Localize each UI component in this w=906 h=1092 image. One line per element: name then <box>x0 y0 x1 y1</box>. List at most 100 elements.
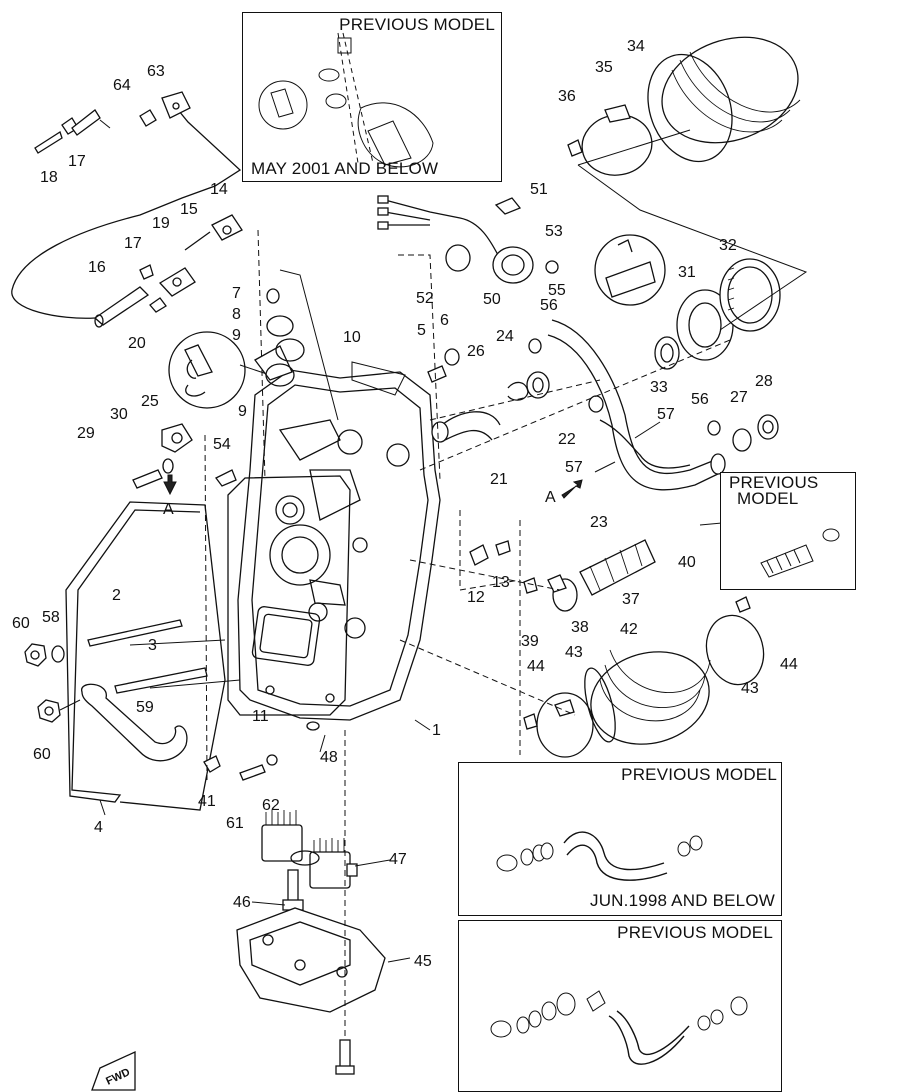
callout-38: 38 <box>571 619 589 636</box>
inset-top-title: PREVIOUS MODEL <box>339 15 495 34</box>
callout-55: 55 <box>548 282 566 299</box>
leader-lines <box>59 119 808 1040</box>
anode-and-bolt <box>132 423 237 496</box>
inset-mid-drawing <box>496 831 703 881</box>
fittings-5-6-24-26 <box>427 338 779 452</box>
lower-hardware <box>203 721 320 781</box>
callout-2: 2 <box>112 587 121 604</box>
callout-57b: 57 <box>565 459 583 476</box>
inset-right-title-line2: MODEL <box>737 489 799 508</box>
inset-mid-title: PREVIOUS MODEL <box>621 765 777 784</box>
callout-56a: 56 <box>540 297 558 314</box>
callout-57a: 57 <box>657 406 675 423</box>
callout-31: 31 <box>678 264 696 281</box>
callout-37a: 37 <box>622 591 640 608</box>
spring-clip-59 <box>81 683 188 762</box>
callout-3: 3 <box>148 637 157 654</box>
callout-60a: 60 <box>12 615 30 632</box>
bracket-45 <box>236 907 386 1075</box>
callout-12: 12 <box>467 589 485 606</box>
callout-27: 27 <box>730 389 748 406</box>
callout-9c: 9 <box>238 403 247 420</box>
hinge-pin-bracket <box>11 91 243 328</box>
callout-44b: 44 <box>780 656 798 673</box>
callout-18: 18 <box>40 169 58 186</box>
callout-48: 48 <box>320 749 338 766</box>
view-marker-a-right: A <box>545 489 556 506</box>
callout-10: 10 <box>343 329 361 346</box>
bearing-31-32-33 <box>594 234 781 370</box>
callout-16: 16 <box>88 259 106 276</box>
callout-35: 35 <box>595 59 613 76</box>
exhaust-hoses <box>431 319 726 491</box>
callout-25: 25 <box>141 393 159 410</box>
inset-right-drawing <box>760 528 840 578</box>
inset-top-drawing <box>258 32 434 168</box>
bellows-37-42 <box>469 539 765 758</box>
callout-34: 34 <box>627 38 645 55</box>
callout-22a: 22 <box>558 431 576 448</box>
view-marker-a-left: A <box>163 501 174 518</box>
callout-33: 33 <box>650 379 668 396</box>
callout-39: 39 <box>521 633 539 650</box>
detail-bubble-9 <box>168 288 305 409</box>
inset-bottom-title: PREVIOUS MODEL <box>617 923 773 942</box>
callout-60b: 60 <box>33 746 51 763</box>
callout-59: 59 <box>136 699 154 716</box>
callout-58: 58 <box>42 609 60 626</box>
actuator-rams-47 <box>261 810 358 889</box>
callout-8b: 8 <box>232 306 241 323</box>
callout-15: 15 <box>180 201 198 218</box>
callout-52: 52 <box>416 290 434 307</box>
callout-63: 63 <box>147 63 165 80</box>
bellows-34 <box>647 36 801 163</box>
inset-previous-model-right: PREVIOUS MODEL <box>720 472 856 590</box>
inset-previous-model-top: PREVIOUS MODEL MAY 2001 AND BELOW <box>242 12 502 182</box>
callout-45: 45 <box>414 953 432 970</box>
callout-26: 26 <box>467 343 485 360</box>
inset-bottom-drawing <box>490 990 748 1065</box>
callout-56b: 56 <box>691 391 709 408</box>
callout-47: 47 <box>389 851 407 868</box>
inset-previous-model-bottom: PREVIOUS MODEL <box>458 920 782 1092</box>
callout-62: 62 <box>262 797 280 814</box>
callout-43a: 43 <box>565 644 583 661</box>
callout-9b: 9 <box>232 327 241 344</box>
callout-17b: 17 <box>124 235 142 252</box>
callout-46: 46 <box>233 894 251 911</box>
callout-1: 1 <box>432 722 441 739</box>
callout-5: 5 <box>417 322 426 339</box>
callout-7b: 7 <box>232 285 241 302</box>
transom-housing-assembly <box>227 369 441 721</box>
callout-14: 14 <box>210 181 228 198</box>
callout-30: 30 <box>110 406 128 423</box>
mounting-gasket-loop <box>65 501 226 811</box>
callout-20: 20 <box>128 335 146 352</box>
callout-40a: 40 <box>678 554 696 571</box>
callout-32: 32 <box>719 237 737 254</box>
stud-bolts <box>87 619 208 694</box>
callout-28: 28 <box>755 373 773 390</box>
inset-right-title-line1: PREVIOUS <box>729 473 819 492</box>
clamp-35-36 <box>567 104 653 176</box>
callout-13: 13 <box>492 574 510 591</box>
wire-harness-50-51 <box>377 195 559 284</box>
callout-17a: 17 <box>68 153 86 170</box>
callout-6: 6 <box>440 312 449 329</box>
inset-mid-note: JUN.1998 AND BELOW <box>590 891 775 910</box>
inset-top-note: MAY 2001 AND BELOW <box>251 159 439 178</box>
fwd-badge <box>91 1050 136 1091</box>
bolt-46 <box>282 869 304 911</box>
callout-23: 23 <box>590 514 608 531</box>
callout-19: 19 <box>152 215 170 232</box>
callout-54: 54 <box>213 436 231 453</box>
arrow-a-right-icon <box>561 479 583 499</box>
callout-24: 24 <box>496 328 514 345</box>
callout-29: 29 <box>77 425 95 442</box>
callout-53: 53 <box>545 223 563 240</box>
callout-50: 50 <box>483 291 501 308</box>
callout-61: 61 <box>226 815 244 832</box>
callout-21: 21 <box>490 471 508 488</box>
callout-4: 4 <box>94 819 103 836</box>
inset-previous-model-mid: PREVIOUS MODEL JUN.1998 AND BELOW <box>458 762 782 916</box>
